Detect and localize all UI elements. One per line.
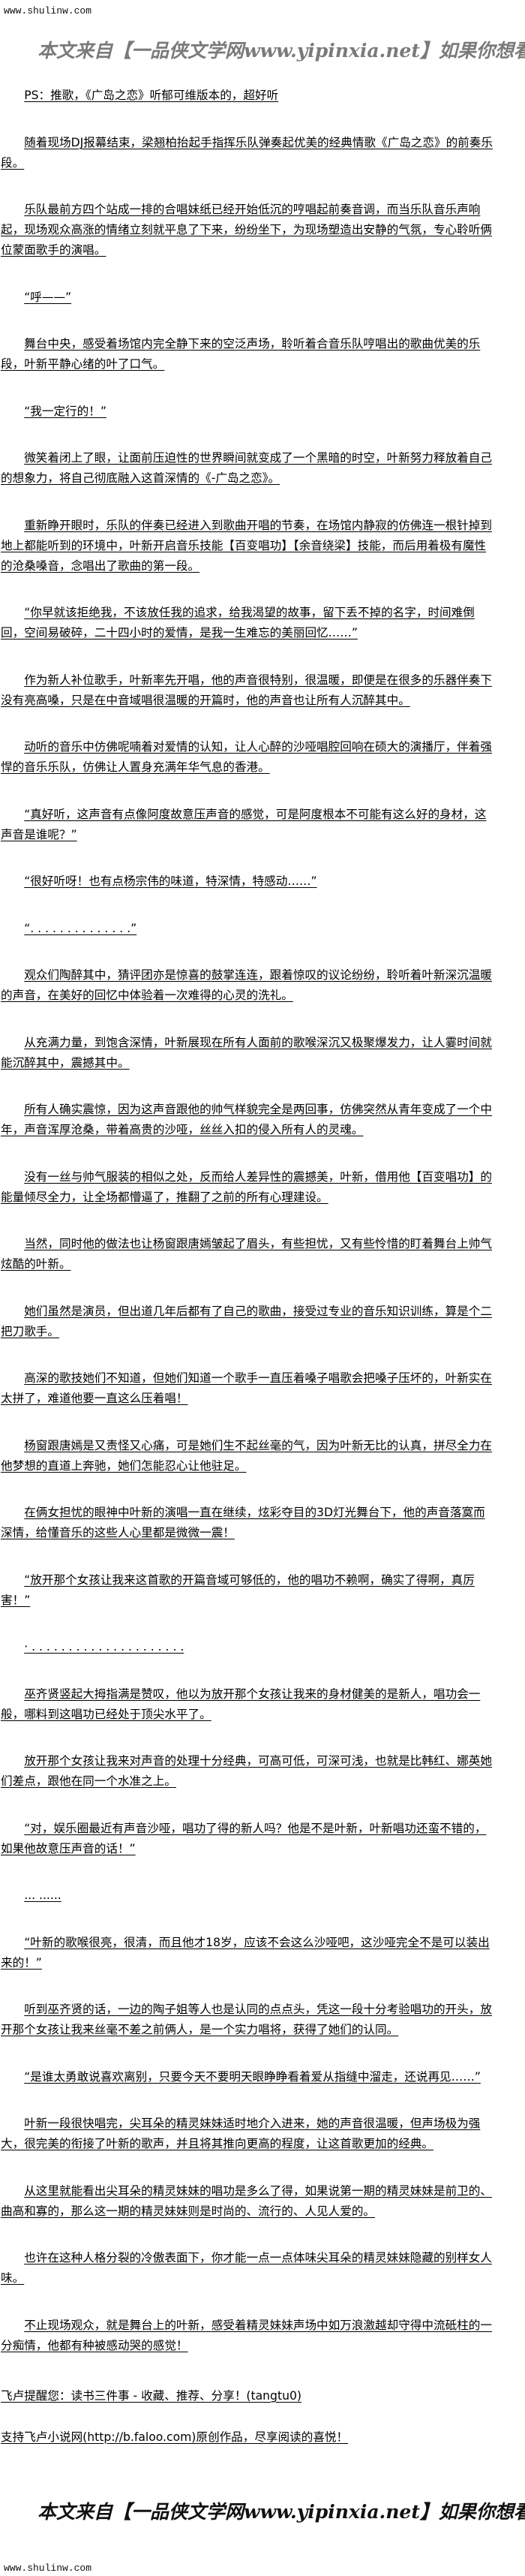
chapter-body: PS：推歌，《广岛之恋》听郁可维版本的，超好听 随着现场DJ报幕结束，梁翘柏抬起… bbox=[1, 86, 494, 2474]
paragraph: “我一定行的！” bbox=[24, 404, 106, 418]
paragraph: 作为新人补位歌手，叶新率先开唱，他的声音很特别，很温暖，即便是在很多的乐器伴奏下… bbox=[1, 673, 492, 707]
paragraph: ... ...... bbox=[24, 1888, 62, 1902]
reader-notice: 飞卢提醒您：读书三件事 - 收藏、推荐、分享！(tangtu0) bbox=[1, 2388, 302, 2403]
paragraph: 当然，同时他的做法也让杨窗跟唐嫣皱起了眉头，有些担忧，又有些怜惜的盯着舞台上帅气… bbox=[1, 1237, 492, 1271]
paragraph: 她们虽然是演员，但出道几年后都有了自己的歌曲，接受过专业的音乐知识训练，算是个二… bbox=[1, 1304, 492, 1338]
paragraph: 随着现场DJ报幕结束，梁翘柏抬起手指挥乐队弹奏起优美的经典情歌《广岛之恋》的前奏… bbox=[1, 135, 493, 170]
support-link-text[interactable]: 支持飞卢小说网(http://b.faloo.com)原创作品，尽享阅读的喜悦！ bbox=[1, 2430, 349, 2444]
paragraph: PS：推歌，《广岛之恋》听郁可维版本的，超好听 bbox=[24, 89, 279, 102]
site-domain-footer: www.shulinw.com bbox=[4, 2562, 92, 2574]
paragraph: “. . . . . . . . . . . . . .” bbox=[24, 921, 137, 935]
paragraph: 放开那个女孩让我来对声音的处理十分经典，可高可低，可深可浅，也就是比韩红、娜英她… bbox=[1, 1754, 492, 1788]
paragraph: 所有人确实震惊，因为这声音跟他的帅气样貌完全是两回事，仿佛突然从青年变成了一个中… bbox=[1, 1103, 492, 1136]
paragraph: “呼——” bbox=[24, 290, 72, 304]
paragraph: 巫齐贤竖起大拇指满是赞叹，他以为放开那个女孩让我来的身材健美的是新人，唱功会一般… bbox=[1, 1687, 481, 1721]
paragraph: 也许在这种人格分裂的冷傲表面下，你才能一点一点体味尖耳朵的精灵妹妹隐藏的别样女人… bbox=[1, 2251, 492, 2285]
paragraph: · . . . . . . . . . . . . . . . . . . . … bbox=[24, 1640, 184, 1654]
paragraph: 重新睁开眼时，乐队的伴奏已经进入到歌曲开唱的节奏，在场馆内静寂的仿佛连一根针掉到… bbox=[1, 518, 492, 573]
paragraph: 舞台中央，感受着场馆内完全静下来的空泛声场，聆听着合音乐队哼唱出的歌曲优美的乐段… bbox=[1, 337, 481, 371]
paragraph: 动听的音乐中仿佛呢喃着对爱情的认知，让人心醉的沙哑唱腔回响在硕大的演播厅，伴着强… bbox=[1, 740, 492, 774]
source-banner-top: 本文来自【一品侠文学网www.yipinxia.net】如果你想看完整版小说，请 bbox=[38, 40, 525, 62]
paragraph: 从这里就能看出尖耳朵的精灵妹妹的唱功是多么了得，如果说第一期的精灵妹妹是前卫的、… bbox=[1, 2183, 492, 2218]
paragraph: 从充满力量，到饱含深情，叶新展现在所有人面前的歌喉深沉又极聚爆发力，让人霎时间就… bbox=[1, 1035, 492, 1070]
paragraph: “叶新的歌喉很亮，很清，而且他才18岁，应该不会这么沙哑吧，这沙哑完全不是可以装… bbox=[1, 1935, 490, 1970]
paragraph: “放开那个女孩让我来这首歌的开篇音域可够低的，他的唱功不赖啊，确实了得啊，真厉害… bbox=[1, 1572, 475, 1607]
paragraph: 观众们陶醉其中，猜评团亦是惊喜的鼓掌连连，跟着惊叹的议论纷纷，聆听着叶新深沉温暖… bbox=[1, 968, 492, 1002]
paragraph: 在俩女担忧的眼神中叶新的演唱一直在继续，炫彩夺目的3D灯光舞台下，他的声音落寞而… bbox=[1, 1506, 485, 1539]
paragraph: “是谁太勇敢说喜欢离别，只要今天不要明天眼睁睁看着爱从指缝中溜走，还说再见……” bbox=[24, 2069, 481, 2084]
paragraph: 听到巫齐贤的话，一边的陶子姐等人也是认同的点点头，凭这一段十分考验唱功的开头，放… bbox=[1, 2003, 492, 2036]
paragraph: 叶新一段很快唱完，尖耳朵的精灵妹妹适时地介入进来，她的声音很温暖，但声场极为强大… bbox=[1, 2117, 481, 2150]
paragraph: 乐队最前方四个站成一排的合唱妹纸已经开始低沉的哼唱起前奏音调，而当乐队音乐声响起… bbox=[1, 203, 492, 257]
paragraph: “很好听呀！也有点杨宗伟的味道，特深情，特感动……” bbox=[24, 874, 317, 888]
paragraph: 微笑着闭上了眼，让面前压迫性的世界瞬间就变成了一个黑暗的时空，叶新努力释放着自己… bbox=[1, 451, 492, 485]
paragraph: 高深的歌技她们不知道，但她们知道一个歌手一直压着嗓子唱歌会把嗓子压坏的，叶新实在… bbox=[1, 1371, 492, 1405]
paragraph: “对，娱乐圈最近有声音沙哑，唱功了得的新人吗？他是不是叶新，叶新唱功还蛮不错的，… bbox=[1, 1821, 487, 1855]
site-domain-header: www.shulinw.com bbox=[4, 5, 92, 17]
paragraph: 不止现场观众，就是舞台上的叶新，感受着精灵妹妹声场中如万浪激越却守得中流砥柱的一… bbox=[1, 2318, 492, 2352]
paragraph: “你早就该拒绝我，不该放任我的追求，给我渴望的故事，留下丢不掉的名字，时间难倒回… bbox=[1, 606, 475, 639]
paragraph: 没有一丝与帅气服装的相似之处，反而给人差异性的震撼美，叶新，借用他【百变唱功】的… bbox=[1, 1169, 492, 1204]
paragraph: 杨窗跟唐嫣是又责怪又心痛，可是她们生不起丝毫的气，因为叶新无比的认真，拼尽全力在… bbox=[1, 1438, 492, 1473]
source-banner-bottom: 本文来自【一品侠文学网www.yipinxia.net】如果你想看完整版小说，请 bbox=[38, 2501, 525, 2523]
paragraph: “真好听，这声音有点像阿度故意压声音的感觉，可是阿度根本不可能有这么好的身材，这… bbox=[1, 807, 487, 841]
